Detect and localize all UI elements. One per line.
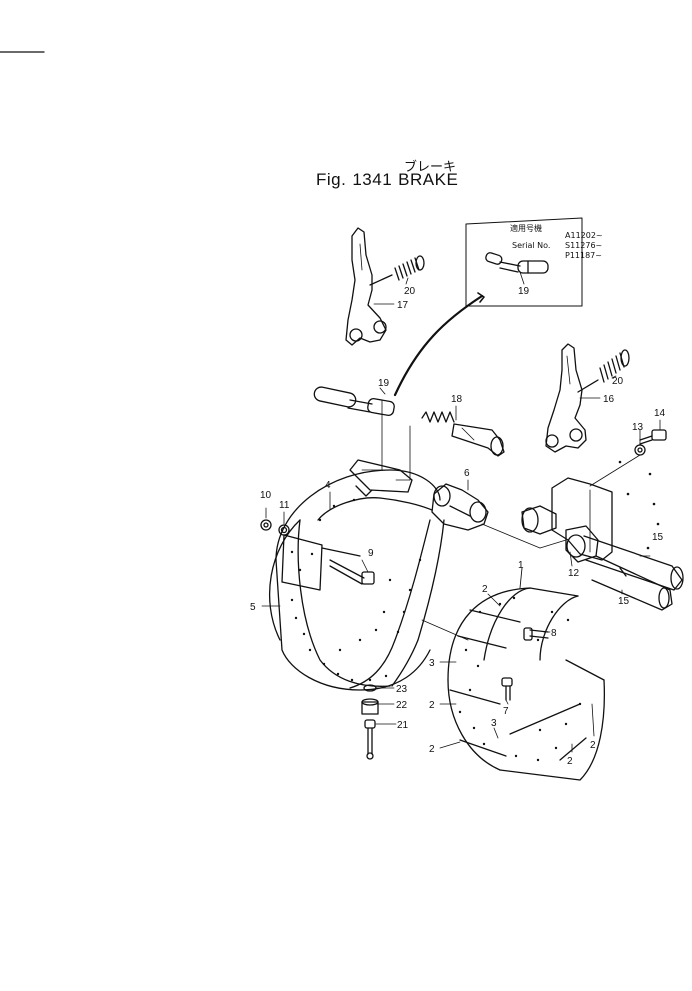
brake-band-4 bbox=[268, 459, 445, 691]
callout-18: 18 bbox=[451, 394, 463, 405]
bolt-9 bbox=[329, 559, 375, 585]
spring-20-right bbox=[577, 349, 630, 393]
callout-14: 14 bbox=[654, 408, 666, 419]
leader-lines bbox=[261, 277, 661, 753]
callout-2-bottom: 2 bbox=[567, 756, 573, 767]
callout-2-right: 2 bbox=[590, 740, 596, 751]
pin-19 bbox=[313, 386, 395, 417]
bracket-6 bbox=[431, 483, 489, 531]
figure-title: Fig. 1341 BRAKE bbox=[316, 170, 464, 190]
spacer-22 bbox=[361, 698, 379, 715]
inset-serial-label: Serial No. bbox=[512, 241, 551, 250]
callout-1: 1 bbox=[518, 560, 524, 571]
rod-15-upper bbox=[583, 535, 684, 591]
title-japanese: ブレーキ bbox=[404, 160, 457, 175]
callout-2-mid: 2 bbox=[429, 700, 435, 711]
callout-19-inset: 19 bbox=[518, 286, 530, 297]
callout-21: 21 bbox=[397, 720, 409, 731]
rod-15-lower bbox=[591, 555, 673, 611]
inset-arrow bbox=[393, 294, 484, 397]
callout-16: 16 bbox=[603, 394, 615, 405]
bolt-18 bbox=[421, 411, 505, 457]
callout-17: 17 bbox=[397, 300, 409, 311]
indicator-dots bbox=[618, 460, 660, 550]
inset-serial-p: P11187~ bbox=[565, 251, 602, 260]
inset-box bbox=[465, 217, 583, 307]
lever-16 bbox=[545, 343, 587, 453]
bolt-21 bbox=[364, 719, 376, 760]
callout-19-main: 19 bbox=[378, 378, 390, 389]
callout-10: 10 bbox=[260, 490, 272, 501]
bolt-7 bbox=[501, 677, 513, 701]
inset-heading: 適用号機 bbox=[510, 224, 542, 233]
callout-2-bottom-left: 2 bbox=[429, 744, 435, 755]
spring-20-upper bbox=[369, 255, 425, 286]
nut-13 bbox=[634, 444, 646, 456]
callout-20-right: 20 bbox=[612, 376, 624, 387]
callout-9: 9 bbox=[368, 548, 374, 559]
callout-15-lower: 15 bbox=[618, 596, 630, 607]
callout-22: 22 bbox=[396, 700, 408, 711]
nut-10 bbox=[260, 519, 272, 531]
callout-labels: 20 17 19 19 18 16 20 14 13 6 10 11 4 9 5… bbox=[250, 286, 666, 767]
fig-number: 1341 bbox=[352, 170, 393, 189]
callout-2-top: 2 bbox=[482, 584, 488, 595]
callout-11: 11 bbox=[279, 500, 290, 511]
inset-serial-s: S11276~ bbox=[565, 241, 603, 250]
callout-7: 7 bbox=[503, 706, 509, 717]
lever-17 bbox=[345, 227, 387, 346]
lining-drum-1 bbox=[447, 567, 605, 781]
bolt-14 bbox=[639, 429, 667, 445]
callout-23: 23 bbox=[396, 684, 408, 695]
callout-8: 8 bbox=[551, 628, 557, 639]
callout-5: 5 bbox=[250, 602, 256, 613]
callout-3-left: 3 bbox=[429, 658, 435, 669]
callout-15-upper: 15 bbox=[652, 532, 664, 543]
callout-3-bottom: 3 bbox=[491, 718, 497, 729]
title-text: BRAKE bbox=[398, 170, 459, 189]
inset-bolt-19 bbox=[485, 252, 549, 274]
inset-serial-a: A11202~ bbox=[565, 231, 603, 240]
washer-11 bbox=[278, 524, 290, 536]
callout-4: 4 bbox=[325, 480, 331, 491]
callout-13: 13 bbox=[632, 422, 644, 433]
bracket-12 bbox=[521, 477, 613, 563]
callout-12: 12 bbox=[568, 568, 580, 579]
fig-label: Fig. bbox=[316, 170, 347, 189]
callout-6: 6 bbox=[464, 468, 470, 479]
callout-20-upper: 20 bbox=[404, 286, 416, 297]
